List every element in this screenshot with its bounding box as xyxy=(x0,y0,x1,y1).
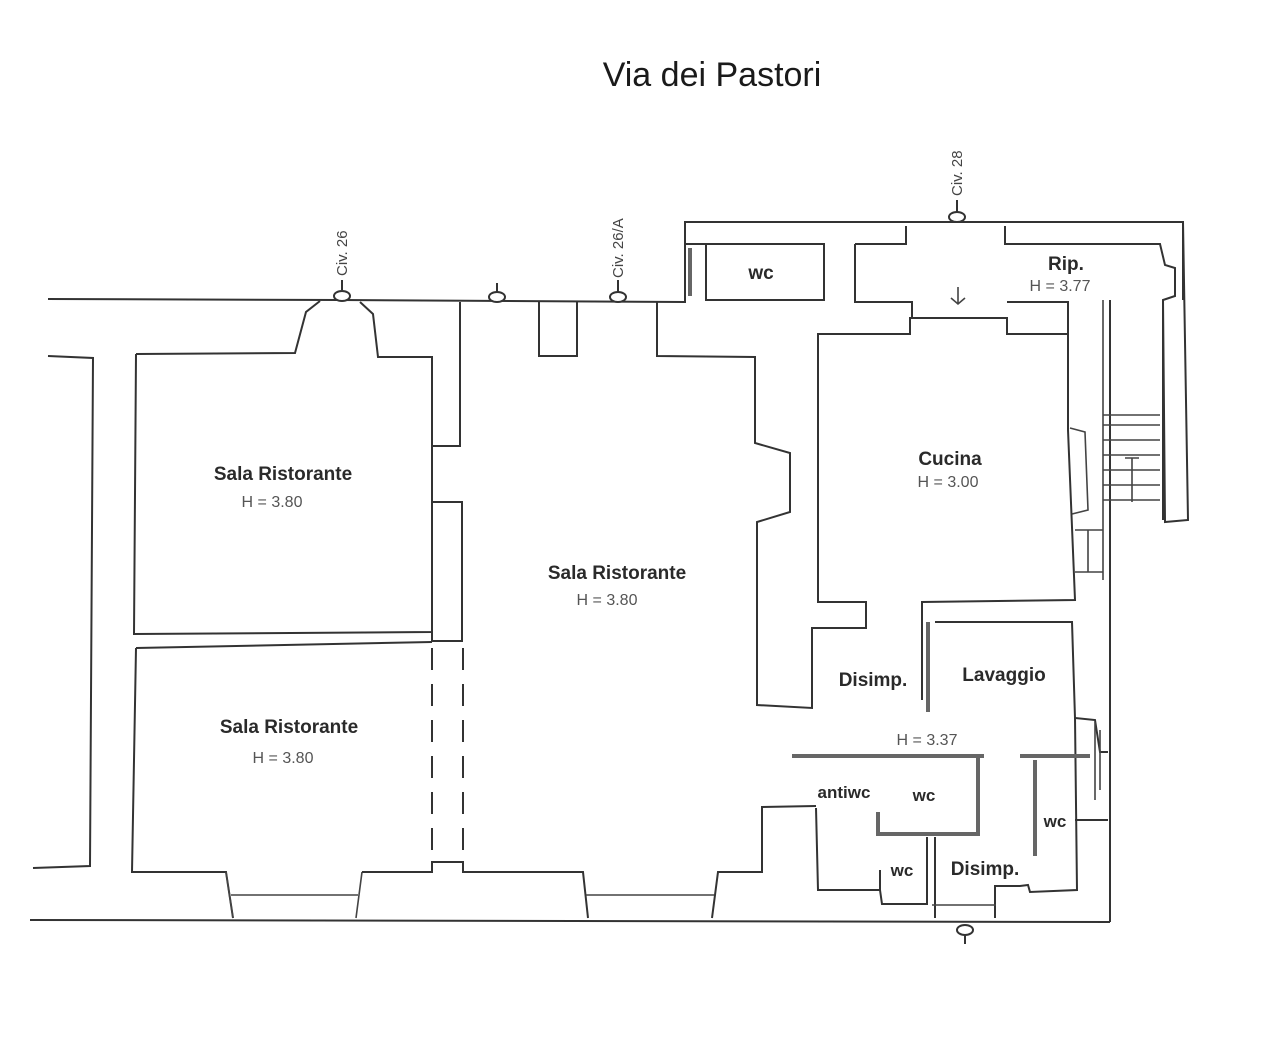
room-label-wc-top: wc xyxy=(747,263,774,284)
entrance-marker-civ26a xyxy=(609,280,627,303)
civic-label-26a: Civ. 26/A xyxy=(610,218,627,278)
room-wc-top-wall xyxy=(685,243,825,301)
room-cucina-wall xyxy=(921,429,1077,700)
civic-label-26: Civ. 26 xyxy=(334,230,351,276)
rip-door-arrow xyxy=(950,287,966,306)
lower-left-room-top xyxy=(135,641,433,649)
room-antiwc-wall xyxy=(815,807,936,918)
room-rip-wall xyxy=(854,226,1176,520)
room-sala-nw-wall xyxy=(378,302,461,447)
room-sala-center-north xyxy=(538,302,1069,710)
room-label-wc-south: wc xyxy=(890,861,914,880)
window-south-1 xyxy=(225,871,363,919)
room-label-wc-east: wc xyxy=(1043,812,1067,831)
room-label-sala-center: Sala Ristorante xyxy=(548,563,686,584)
room-height-sala-center: H = 3.80 xyxy=(577,592,638,609)
room-label-disimp-south: Disimp. xyxy=(951,859,1020,880)
room-label-lavaggio: Lavaggio xyxy=(962,665,1045,686)
street-title: Via dei Pastori xyxy=(603,56,822,94)
room-label-sala-nw: Sala Ristorante xyxy=(214,464,352,485)
outer-wall-east xyxy=(1109,221,1190,922)
entrance-marker-south xyxy=(956,924,974,944)
entrance-marker-civ28 xyxy=(948,200,966,223)
service-area-height: H = 3.37 xyxy=(897,732,958,749)
outer-wall-south xyxy=(29,919,1111,923)
room-height-sala-sw: H = 3.80 xyxy=(253,750,314,767)
partition-column xyxy=(431,501,463,642)
entrance-marker-unlabeled xyxy=(488,283,506,303)
room-label-antiwc: antiwc xyxy=(818,783,871,802)
staircase xyxy=(1069,300,1160,580)
room-label-cucina: Cucina xyxy=(918,449,982,470)
window-east-lavaggio xyxy=(1094,722,1101,800)
wc-group-top-wall xyxy=(792,754,1090,856)
civic-label-28: Civ. 28 xyxy=(949,150,966,196)
room-label-rip: Rip. xyxy=(1048,254,1084,275)
room-height-rip: H = 3.77 xyxy=(1030,278,1091,295)
entrance-marker-civ26 xyxy=(333,280,351,302)
left-corridor-wall xyxy=(32,355,95,869)
left-room-west-wall xyxy=(130,300,433,919)
lower-left-room-south xyxy=(362,805,817,919)
room-label-wc-center: wc xyxy=(912,786,936,805)
room-lavaggio-wall xyxy=(935,621,1108,918)
room-label-sala-sw: Sala Ristorante xyxy=(220,717,358,738)
room-height-sala-nw: H = 3.80 xyxy=(242,494,303,511)
room-label-disimp-north: Disimp. xyxy=(839,670,908,691)
room-height-cucina: H = 3.00 xyxy=(918,474,979,491)
